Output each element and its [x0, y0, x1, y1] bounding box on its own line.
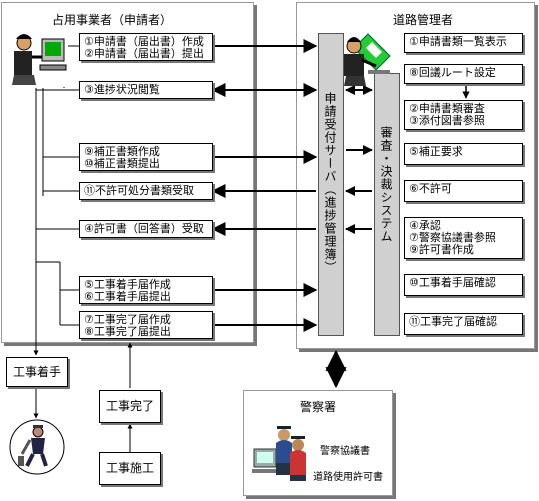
applicant-step-start-notice: ⑤工事着手届作成 ⑥工事着手届提出 — [79, 276, 213, 304]
construction-worker-icon — [8, 418, 66, 480]
police-officers-icon — [250, 421, 312, 487]
applicant-step-create-submit: ①申請書（届出書）作成 ②申請書（届出書）提出 — [79, 33, 213, 61]
step-line: ①申請書（届出書）作成 — [84, 35, 204, 48]
step-line: ⑦工事完了届作成 — [84, 313, 171, 326]
police-panel: 警察署 警察協議書 道路使用許可書 — [243, 390, 393, 496]
application-server-bar: 申請受付サーバ（進捗管理簿） — [318, 33, 344, 336]
step-line: ⑪不許可処分書類受取 — [84, 184, 194, 197]
applicant-step-permit-receipt: ④許可書（回答書）受取 — [79, 220, 213, 238]
step-line: ②申請書（届出書）提出 — [84, 47, 204, 60]
step-line: ⑨許可書作成 — [409, 243, 474, 256]
applicant-step-correction: ⑨補正書類作成 ⑩補正書類提出 — [79, 143, 213, 171]
step-line: ⑤補正要求 — [409, 145, 463, 158]
step-line: ③進捗状況閲覧 — [84, 83, 160, 96]
manager-step-completion-confirm: ⑪工事完了届確認 — [404, 313, 523, 335]
computer-operator-icon — [6, 31, 68, 91]
step-line: ⑧回議ルート設定 — [409, 66, 496, 79]
applicant-step-completion-notice: ⑦工事完了届作成 ⑧工事完了届提出 — [79, 311, 213, 339]
police-doc1: 警察協議書 — [320, 446, 370, 457]
reviewer-workstation-icon — [340, 30, 394, 92]
review-system-bar: 審査・決裁システム — [374, 73, 400, 336]
applicant-step-rejection-receipt: ⑪不許可処分書類受取 — [79, 182, 213, 200]
review-system-label: 審査・決裁システム — [379, 126, 393, 243]
police-title: 警察署 — [300, 400, 337, 414]
manager-title: 道路管理者 — [393, 13, 454, 27]
work-construction-box: 工事施工 — [99, 452, 161, 485]
step-line: ⑥工事着手届提出 — [84, 290, 171, 303]
manager-step-approval: ④承認 ⑦警察協議書参照 ⑨許可書作成 — [404, 217, 523, 259]
work-start-box: 工事着手 — [6, 357, 68, 387]
step-line: ③添付図書参照 — [409, 114, 485, 127]
step-line: ②申請書類審査 — [409, 102, 485, 115]
step-line: ⑩補正書類提出 — [84, 157, 160, 170]
manager-step-review: ②申請書類審査 ③添付図書参照 — [404, 100, 523, 130]
step-line: ⑦警察協議書参照 — [409, 231, 496, 244]
application-server-label: 申請受付サーバ（進捗管理簿） — [323, 92, 337, 274]
work-complete-box: 工事完了 — [99, 390, 161, 423]
step-line: ⑩工事着手届確認 — [409, 276, 496, 289]
step-line: ⑥不許可 — [409, 182, 452, 195]
step-line: ⑤工事着手届作成 — [84, 278, 171, 291]
step-line: ④承認 — [409, 219, 441, 232]
step-line: ⑪工事完了届確認 — [409, 315, 497, 328]
step-line: ①申請書類一覧表示 — [409, 35, 507, 48]
step-line: ④許可書（回答書）受取 — [84, 222, 204, 235]
manager-step-correction-request: ⑤補正要求 — [404, 143, 523, 165]
manager-step-rejection: ⑥不許可 — [404, 180, 523, 202]
manager-step-list: ①申請書類一覧表示 — [404, 33, 523, 53]
step-line: ⑧工事完了届提出 — [84, 325, 171, 338]
applicant-title: 占用事業者（申請者） — [52, 13, 173, 27]
manager-step-start-confirm: ⑩工事着手届確認 — [404, 274, 523, 296]
manager-step-routing: ⑧回議ルート設定 — [404, 64, 523, 84]
applicant-step-view-progress: ③進捗状況閲覧 — [79, 81, 213, 99]
police-doc2: 道路使用許可書 — [313, 472, 383, 483]
step-line: ⑨補正書類作成 — [84, 145, 160, 158]
